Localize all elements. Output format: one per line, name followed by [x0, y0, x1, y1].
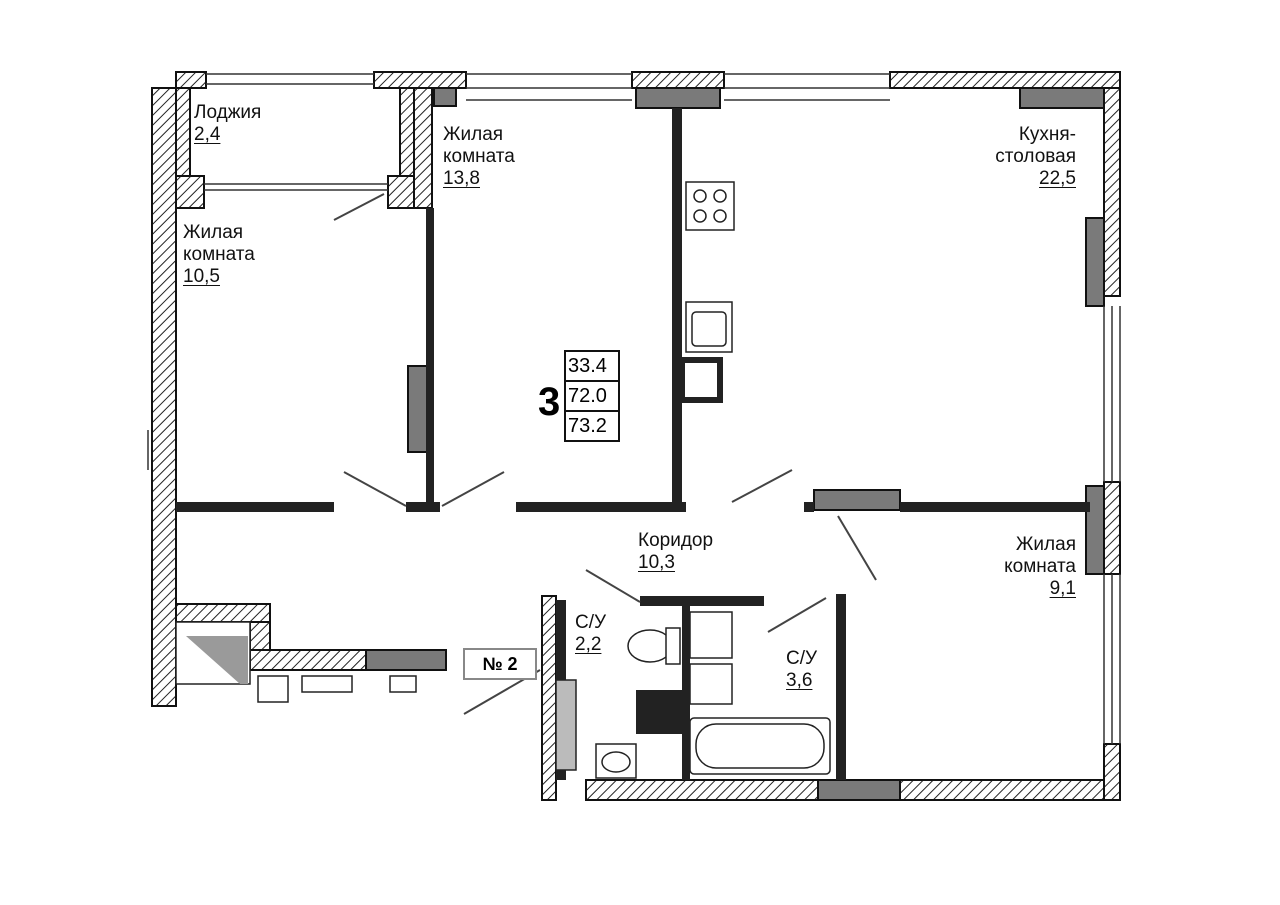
room-area-living-3: 9,1 [1049, 578, 1076, 599]
room-area-corridor: 10,3 [638, 552, 675, 573]
room-label-living-1: Жилая комната 10,5 [183, 222, 255, 287]
room-label-bath-2: С/У 3,6 [786, 648, 818, 691]
total-area: 72.0 [564, 382, 620, 412]
room-area-living-1: 10,5 [183, 266, 220, 287]
total-area-with-loggia: 73.2 [564, 412, 620, 442]
washer-icon [689, 611, 733, 659]
room-label-loggia: Лоджия 2,4 [194, 102, 262, 145]
stove-icon [685, 181, 735, 231]
room-label-corridor: Коридор 10,3 [638, 530, 714, 573]
columns [365, 87, 1105, 801]
living-area: 33.4 [564, 350, 620, 382]
room-area-kitchen: 22,5 [1039, 168, 1076, 189]
windows [147, 73, 1121, 744]
room-area-living-2: 13,8 [443, 168, 480, 189]
room-area-bath-1: 2,2 [575, 634, 602, 655]
bath-sink-icon [689, 663, 733, 705]
fixtures [175, 181, 831, 779]
room-label-living-2: Жилая комната 13,8 [443, 124, 515, 189]
room-label-living-3: Жилая комната 9,1 [980, 534, 1076, 600]
apartment-number: № 2 [463, 648, 537, 680]
area-summary: 33.4 72.0 73.2 [564, 350, 620, 442]
rooms-count: 3 [538, 380, 561, 424]
room-label-bath-1: С/У 2,2 [575, 612, 607, 655]
room-area-bath-2: 3,6 [786, 670, 813, 691]
room-area-loggia: 2,4 [194, 124, 221, 145]
room-label-kitchen: Кухня- столовая 22,5 [960, 124, 1076, 190]
